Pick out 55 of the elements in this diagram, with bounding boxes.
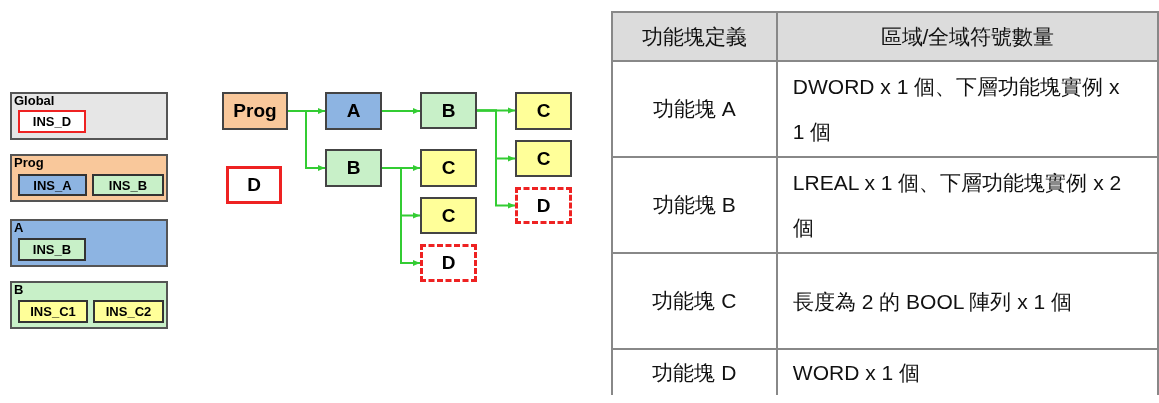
block-box [515,92,572,130]
block-name: C [441,157,456,179]
instance-name: INS_A [33,177,72,193]
block-name: D [441,252,456,274]
block-box [420,92,477,129]
arrow [476,109,516,209]
table-cell: DWORD x 1 個、下層功能塊實例 x 1 個 [776,61,1158,157]
block-heading: Global [14,93,55,108]
arrow [287,110,326,171]
instance-box [92,174,164,196]
instance-box [93,300,164,323]
block-box [420,149,477,187]
block-name: B [346,157,361,179]
instance-name: INS_D [32,114,72,129]
block-name: D [536,194,551,217]
header-cell: 區域/全域符號數量 [776,12,1158,61]
block-box [10,92,168,140]
table-cell: 功能塊 A [612,61,777,157]
block-name: C [441,204,456,227]
block-box [10,219,168,267]
block-heading: Prog [14,155,44,170]
block-box [420,244,477,282]
instance-name: INS_B [32,242,72,257]
block-box [420,197,477,234]
block-box [226,166,282,204]
block-box [325,149,382,187]
table-cell: 功能塊 D [612,349,777,395]
block-box [10,281,168,329]
block-box [515,187,572,224]
instance-box [18,238,86,261]
block-name: C [536,147,551,170]
block-name: Prog [233,100,277,122]
block-box [325,92,382,130]
arrow [381,108,421,114]
block-box [515,140,572,177]
instance-name: INS_C2 [105,304,152,319]
block-box [222,92,288,130]
table-cell: 功能塊 C [612,253,777,349]
block-name: D [247,174,261,196]
instance-name: INS_C1 [30,304,76,319]
instance-box [18,300,88,323]
block-box [10,154,168,202]
block-name: C [536,100,551,122]
table-cell: 長度為 2 的 BOOL 陣列 x 1 個 [776,253,1158,349]
instance-name: INS_B [108,177,148,193]
block-heading: A [14,220,24,235]
table-cell: LREAL x 1 個、下層功能塊實例 x 2 個 [776,157,1158,253]
block-name: A [346,100,361,122]
block-name: B [441,99,456,122]
instance-box [18,110,86,133]
table-cell: 功能塊 B [612,157,777,253]
header-cell: 功能塊定義 [612,12,777,61]
block-heading: B [14,282,24,297]
arrow [381,167,421,266]
instance-box [18,174,87,196]
